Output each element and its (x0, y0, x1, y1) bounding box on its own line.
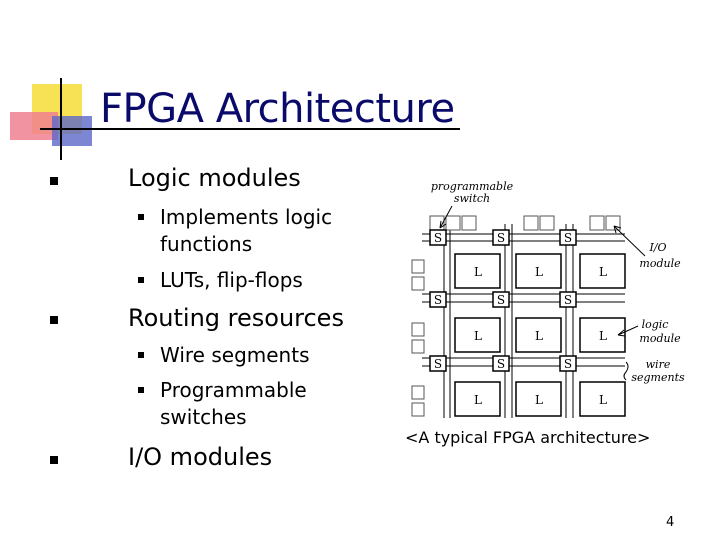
svg-text:wire: wire (646, 358, 671, 371)
sub-bullet-icon (138, 214, 144, 220)
sub-bullet-implements-logic: Implements logic functions (160, 205, 333, 256)
svg-text:S: S (434, 293, 442, 307)
bullet-icon (50, 316, 58, 324)
svg-text:module: module (639, 257, 681, 270)
svg-text:L: L (474, 393, 482, 407)
svg-text:switch: switch (454, 192, 490, 205)
vertical-wire-segments (443, 224, 574, 418)
sub-bullet-programmable-switches: Programmable switches (160, 378, 307, 429)
svg-text:L: L (535, 329, 543, 343)
svg-text:S: S (497, 293, 505, 307)
svg-text:S: S (564, 357, 572, 371)
decoration-blue-square (52, 116, 92, 146)
fpga-architecture-diagram: L L L L L L L L L S S S S S S S S S programmable swi… (411, 180, 685, 418)
svg-text:L: L (599, 393, 607, 407)
svg-text:L: L (474, 329, 482, 343)
sub-bullet-luts: LUTs, flip-flops (160, 268, 303, 292)
decoration-vertical-line (60, 78, 62, 160)
svg-text:segments: segments (631, 371, 685, 384)
bullet-icon (50, 177, 58, 185)
annotation-labels: programmable switch I/O module logic mod… (431, 180, 685, 384)
svg-text:L: L (599, 265, 607, 279)
title-underline (40, 128, 460, 130)
svg-text:S: S (434, 231, 442, 245)
switch-labels: S S S S S S S S S (434, 231, 572, 371)
slide-title: FPGA Architecture (100, 86, 455, 132)
svg-text:programmable: programmable (431, 180, 514, 193)
bullet-icon (50, 456, 58, 464)
svg-text:logic: logic (642, 318, 669, 331)
svg-text:L: L (599, 329, 607, 343)
logic-module-labels: L L L L L L L L L (474, 265, 607, 407)
svg-text:S: S (497, 231, 505, 245)
bullet-routing-resources: Routing resources (128, 304, 344, 332)
programmable-switches (429, 229, 577, 372)
decoration-red-square (10, 112, 58, 140)
svg-text:S: S (564, 231, 572, 245)
sub-bullet-icon (138, 352, 144, 358)
svg-text:S: S (434, 357, 442, 371)
annotation-arrows (439, 205, 646, 381)
io-modules-left (411, 259, 425, 417)
svg-text:L: L (535, 265, 543, 279)
svg-text:S: S (497, 357, 505, 371)
sub-bullet-icon (138, 277, 144, 283)
figure-caption: <A typical FPGA architecture> (405, 428, 651, 447)
io-modules-top (429, 215, 621, 231)
logic-modules (454, 253, 626, 417)
bullet-io-modules: I/O modules (128, 443, 273, 471)
sub-bullet-icon (138, 387, 144, 393)
svg-text:I/O: I/O (648, 241, 666, 254)
svg-text:S: S (564, 293, 572, 307)
page-number: 4 (666, 515, 675, 530)
svg-text:module: module (639, 332, 681, 345)
horizontal-wire-segments (422, 233, 625, 367)
bullet-logic-modules: Logic modules (128, 164, 301, 192)
sub-bullet-wire-segments: Wire segments (160, 343, 310, 367)
svg-text:L: L (535, 393, 543, 407)
svg-text:L: L (474, 265, 482, 279)
